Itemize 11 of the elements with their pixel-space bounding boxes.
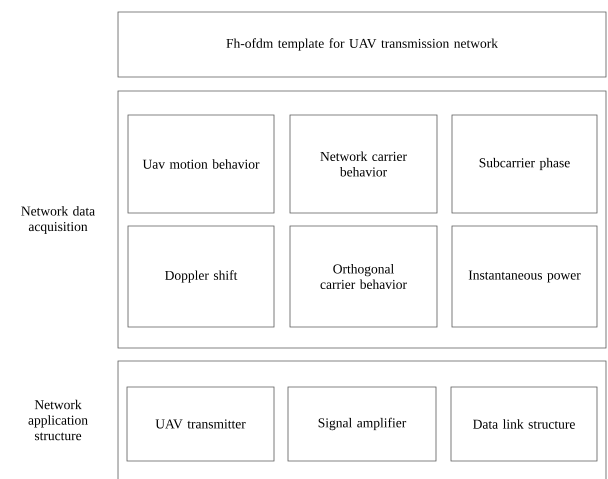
item-box: Orthogonal carrier behavior: [290, 226, 438, 328]
item-box: Subcarrier phase: [452, 114, 598, 214]
item-box: Network carrier behavior: [290, 114, 438, 214]
item-box: Uav motion behavior: [128, 114, 274, 214]
item-box: Doppler shift: [128, 226, 274, 328]
item-box: Instantaneous power: [452, 226, 598, 328]
item-box: Data link structure: [450, 386, 598, 462]
node-label: Network data acquisition: [21, 206, 95, 234]
item-box: Signal amplifier: [288, 386, 436, 462]
item-box: UAV transmitter: [126, 386, 274, 462]
title-box: Fh-ofdm template for UAV transmission network: [118, 12, 606, 78]
